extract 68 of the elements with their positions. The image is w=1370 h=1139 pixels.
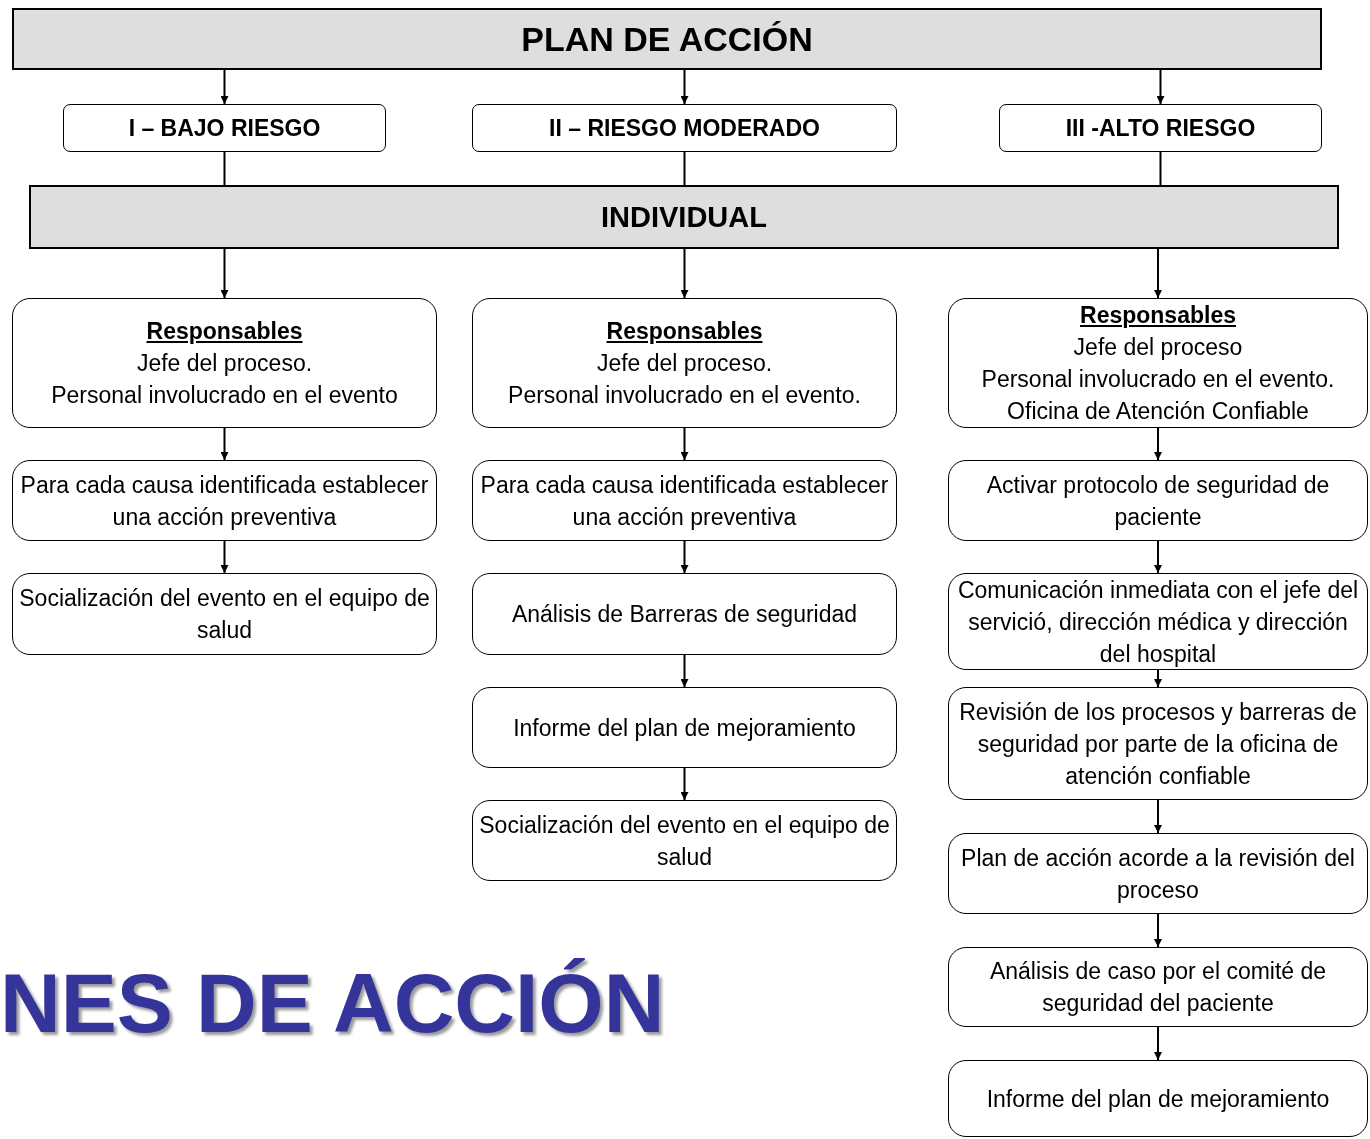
process-box (12, 573, 437, 655)
process-box (472, 298, 897, 428)
risk-level-label: II – RIESGO MODERADO (549, 114, 820, 142)
step-text: Jefe del proceso. (136, 349, 313, 378)
step-text: Socialización del evento en el equipo de salud (478, 810, 891, 872)
arrow (220, 427, 229, 461)
arrow (1154, 540, 1162, 574)
arrow (1156, 69, 1165, 105)
arrow (1154, 913, 1162, 948)
band-title: PLAN DE ACCIÓN (521, 19, 813, 59)
step-text: Comunicación inmediata con el jefe del servició, dirección médica y dirección del hospital (956, 575, 1360, 669)
process-box (12, 298, 437, 428)
step-text: Personal involucrado en el evento (51, 381, 398, 410)
process-box (12, 460, 437, 541)
risk-level-box (63, 104, 386, 152)
process-box (948, 687, 1368, 800)
step-text: Socialización del evento en el equipo de salud (18, 584, 431, 645)
step-text: Plan de acción acorde a la revisión del proceso (960, 843, 1356, 905)
arrow (220, 248, 229, 299)
process-box (472, 460, 897, 541)
step-text: Para cada causa identificada establecer una acción preventiva (479, 470, 890, 532)
step-text: Jefe del proceso (1073, 333, 1243, 362)
connector-line (223, 151, 226, 186)
step-text: Informe del plan de mejoramiento (513, 713, 856, 743)
step-text: Revisión de los procesos y barreras de seguridad por parte de la oficina de atención confiable (958, 697, 1358, 791)
process-box (472, 687, 897, 768)
arrow (680, 540, 689, 574)
band-title: INDIVIDUAL (601, 200, 767, 234)
arrow (1154, 669, 1162, 688)
arrow (220, 69, 229, 105)
step-text: Personal involucrado en el evento. (981, 365, 1335, 394)
process-box (472, 800, 897, 881)
title-band (29, 185, 1339, 249)
risk-level-box (472, 104, 897, 152)
watermark-heading: NES DE ACCIÓN (0, 955, 665, 1052)
arrow (680, 427, 689, 461)
process-box (948, 298, 1368, 428)
process-box (948, 947, 1368, 1027)
step-text: Oficina de Atención Confiable (1007, 397, 1309, 426)
arrow (680, 767, 689, 801)
process-box (948, 1060, 1368, 1137)
connector-line (683, 151, 686, 186)
arrow (1154, 248, 1162, 299)
step-text: Jefe del proceso. (596, 349, 773, 378)
risk-level-label: III -ALTO RIESGO (1065, 114, 1256, 142)
process-box (948, 833, 1368, 914)
step-text: Activar protocolo de seguridad de paciente (985, 470, 1331, 532)
process-box (948, 460, 1368, 541)
step-text: Análisis de Barreras de seguridad (511, 600, 858, 629)
arrow (1154, 427, 1162, 461)
process-box (472, 573, 897, 655)
arrow (680, 248, 689, 299)
section-heading: Responsables (1080, 301, 1236, 330)
section-heading: Responsables (146, 317, 303, 346)
step-text: Personal involucrado en el evento. (508, 381, 861, 410)
arrow (220, 540, 229, 574)
arrow (1154, 799, 1162, 834)
arrow (1154, 1026, 1162, 1061)
title-band (12, 8, 1322, 70)
risk-level-box (999, 104, 1322, 152)
section-heading: Responsables (606, 317, 763, 346)
step-text: Análisis de caso por el comité de seguridad del paciente (988, 957, 1328, 1018)
connector-line (1159, 151, 1162, 186)
step-text: Informe del plan de mejoramiento (986, 1084, 1330, 1114)
step-text: Para cada causa identificada establecer una acción preventiva (19, 470, 430, 532)
arrow (680, 654, 689, 688)
arrow (680, 69, 689, 105)
risk-level-label: I – BAJO RIESGO (128, 114, 321, 142)
